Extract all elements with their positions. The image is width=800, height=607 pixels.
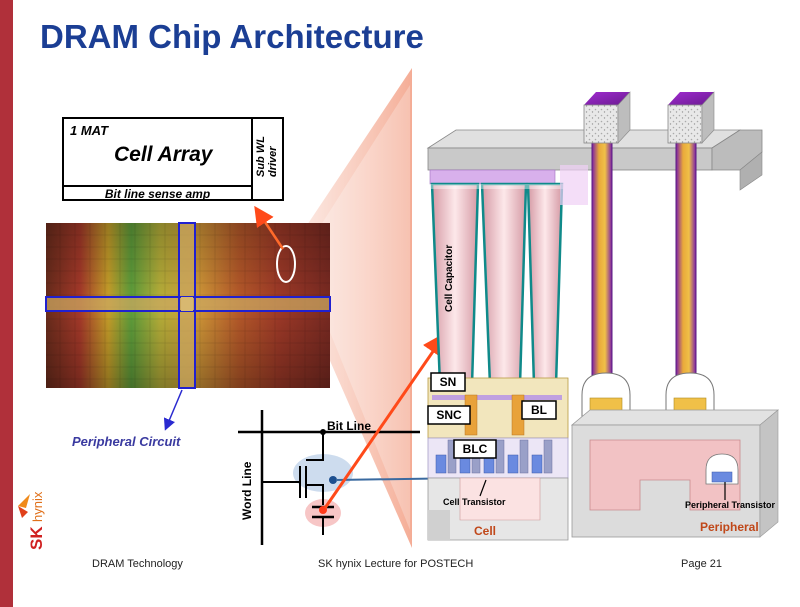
cell-schematic [238, 410, 420, 545]
mat-diagram: 1 MAT Cell Array Bit line sense amp Sub … [62, 117, 284, 201]
cell-transistor-label: Cell Transistor [443, 497, 506, 507]
peripheral-transistor-label: Peripheral Transistor [685, 500, 776, 510]
peripheral-circuit-label: Peripheral Circuit [72, 434, 181, 449]
footer-right: Page 21 [681, 558, 722, 570]
peripheral-plugs [560, 91, 715, 396]
cell-array-label: Cell Array [114, 143, 213, 166]
cross-section [426, 91, 780, 541]
sub-wl-label-line2: driver [267, 146, 279, 177]
cell-region-label: Cell [474, 524, 497, 538]
logo-sk-text: SK [27, 526, 46, 550]
cell-capacitor-label: Cell Capacitor [444, 232, 455, 312]
sub-wl-label-line1: Sub WL [255, 136, 267, 177]
page-title: DRAM Chip Architecture [40, 18, 424, 55]
bl-label: BL [531, 403, 547, 417]
footer-left: DRAM Technology [92, 558, 183, 570]
sub-wl-driver-block: Sub WL driver [251, 119, 284, 199]
word-line-label: Word Line [240, 450, 254, 520]
logo-hynix-text: hynix [30, 491, 45, 522]
die-photo [45, 222, 331, 389]
footer-center: SK hynix Lecture for POSTECH [318, 558, 474, 570]
snc-label: SNC [436, 408, 462, 422]
cross-section-labels [427, 372, 726, 500]
side-accent-bar [0, 0, 13, 607]
peripheral-region-label: Peripheral [700, 520, 759, 534]
mat-label: 1 MAT [70, 123, 109, 138]
sn-label: SN [439, 375, 457, 389]
bit-line-label: Bit Line [327, 419, 371, 433]
sk-hynix-logo: SK hynix [18, 491, 46, 550]
blc-label: BLC [462, 442, 488, 456]
cell-capacitor-text: Cell Capacitor [444, 244, 455, 312]
sk-butterfly-icon [18, 494, 30, 508]
sense-amp-label: Bit line sense amp [64, 185, 251, 201]
word-line-text: Word Line [240, 461, 254, 520]
